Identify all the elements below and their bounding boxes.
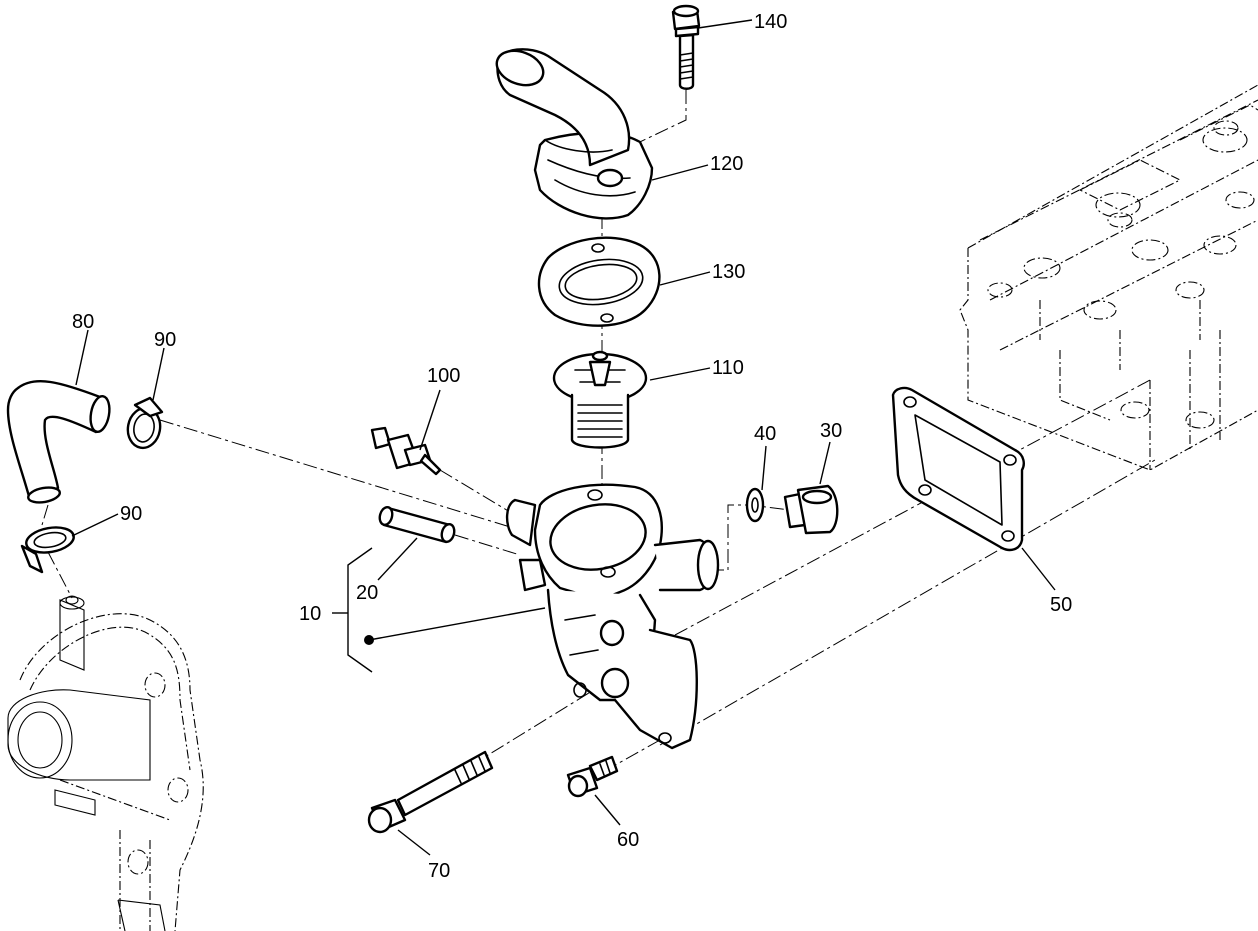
callout-50: 50 <box>1050 594 1072 616</box>
callout-70: 70 <box>428 860 450 882</box>
part-60-bolt <box>566 755 619 798</box>
part-30-plug <box>783 484 839 535</box>
part-20-sleeve <box>378 505 456 544</box>
callout-110: 110 <box>712 357 744 379</box>
water-pump-phantom <box>7 595 204 931</box>
callout-20: 20 <box>356 582 378 604</box>
callout-labels: 140 120 130 110 100 20 10 40 30 50 60 70… <box>72 11 1072 882</box>
part-10-thermostat-housing <box>505 483 720 750</box>
callout-90-upper: 90 <box>154 329 176 351</box>
callout-10: 10 <box>299 603 321 625</box>
part-120-thermostat-cover <box>495 48 654 220</box>
leader-lines <box>71 19 1056 856</box>
callout-90-lower: 90 <box>120 503 142 525</box>
engine-head-phantom <box>959 84 1258 471</box>
part-40-washer <box>745 487 765 523</box>
part-50-gasket <box>891 386 1025 552</box>
part-70-bolt <box>367 750 494 834</box>
part-100-sensor <box>370 426 442 476</box>
callout-30: 30 <box>820 420 842 442</box>
part-90-clamp-lower <box>20 526 75 574</box>
callout-100: 100 <box>427 365 460 387</box>
part-110-thermostat <box>552 350 648 449</box>
part-140-bolt <box>671 4 701 90</box>
part-90-clamp-upper <box>126 396 164 450</box>
part-130-gasket <box>537 236 661 327</box>
callout-80: 80 <box>72 311 94 333</box>
callout-130: 130 <box>712 261 745 283</box>
assembly-bracket-10 <box>332 547 546 673</box>
callout-60: 60 <box>617 829 639 851</box>
part-80-hose <box>6 380 111 504</box>
callout-40: 40 <box>754 423 776 445</box>
callout-140: 140 <box>754 11 787 33</box>
callout-120: 120 <box>710 153 743 175</box>
